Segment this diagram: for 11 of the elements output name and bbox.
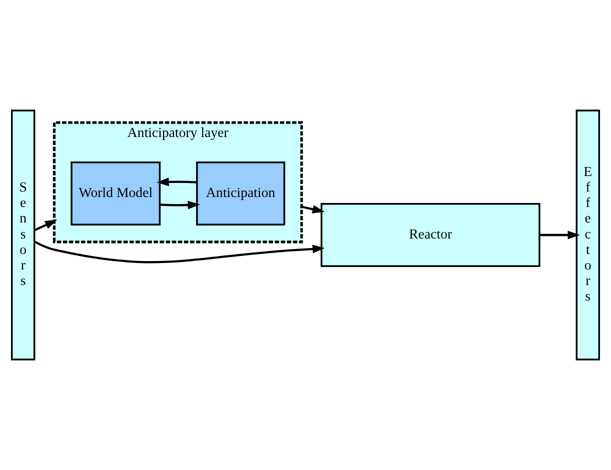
arrow bbox=[156, 178, 197, 186]
arrow bbox=[301, 205, 325, 214]
node-box: Reactor bbox=[320, 203, 540, 267]
arrow bbox=[34, 220, 58, 232]
node-box: Anticipation bbox=[196, 161, 286, 226]
arrow bbox=[539, 230, 580, 240]
node-box: Effectors bbox=[576, 110, 600, 360]
node-box: World Model bbox=[70, 161, 161, 226]
arrow bbox=[34, 240, 325, 264]
arrow bbox=[160, 200, 200, 210]
node-box: Sensors bbox=[11, 110, 36, 360]
